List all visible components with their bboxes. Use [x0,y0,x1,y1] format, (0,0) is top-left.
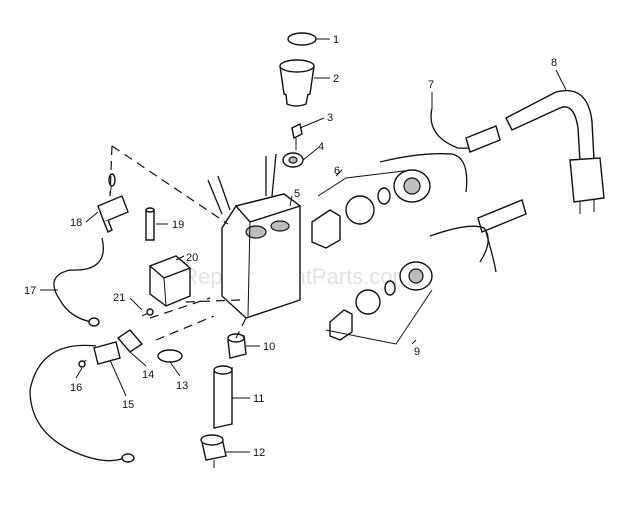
part-2-knob [279,59,315,107]
part-3-screw [291,122,303,150]
callout-3: 3 [327,112,333,124]
callout-19: 19 [172,219,184,231]
callout-13: 13 [176,380,188,392]
callout-17: 17 [24,285,36,297]
part-10-bushing [227,333,247,359]
callout-18: 18 [70,217,82,229]
part-21-screw-tiny [141,308,154,317]
part-9-connector-assembly-lower [329,199,527,341]
part-1-cap-disc [287,32,317,46]
part-20-relay [148,255,192,307]
callout-2: 2 [333,73,339,85]
callout-7: 7 [428,79,434,91]
part-18-toggle-switch [97,173,129,233]
callout-5: 5 [294,188,300,200]
part-7-lead-wire [379,107,501,193]
part-5-switch-box [207,153,302,319]
part-17-wire-lead [53,237,104,327]
callout-16: 16 [70,382,82,394]
group-brackets [317,169,433,345]
callout-labels: 1 2 3 4 5 6 7 8 9 10 11 12 13 14 15 16 1… [24,34,557,459]
callout-14: 14 [142,369,154,381]
callout-12: 12 [253,447,265,459]
leader-lines [40,38,567,453]
part-19-fuse [145,207,155,241]
callout-21: 21 [113,292,125,304]
part-13-clip [157,349,183,363]
callout-10: 10 [263,341,275,353]
part-11-shaft [213,365,233,429]
callout-1: 1 [333,34,339,46]
part-12-fitting [200,434,227,468]
part-16-screw-small [78,359,87,368]
assembly-guide-lines [109,145,247,341]
part-4-washer [282,152,304,168]
part-14-insulator [116,329,144,353]
part-8-power-cord [505,90,605,214]
callout-20: 20 [186,252,198,264]
callout-9: 9 [414,346,420,358]
callout-4: 4 [318,141,324,153]
callout-6: 6 [334,165,340,177]
callout-8: 8 [551,57,557,69]
part-15-sensor-lead [29,341,135,463]
part-6-connector-assembly [311,169,431,249]
callout-15: 15 [122,399,134,411]
callout-11: 11 [253,393,264,405]
